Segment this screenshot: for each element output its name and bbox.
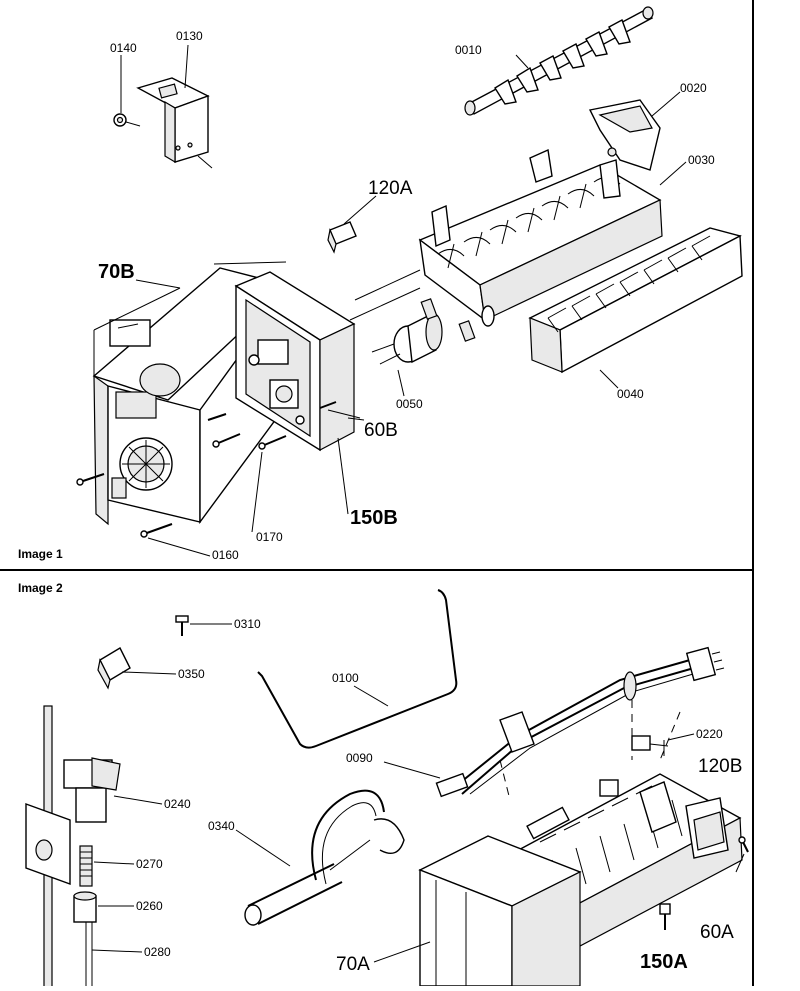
front-cover xyxy=(528,227,743,374)
callout-0040: 0040 xyxy=(617,387,644,401)
callout-60b: 60B xyxy=(364,420,398,441)
callout-0090: 0090 xyxy=(346,751,373,765)
image-2-panel: Image 2 xyxy=(18,581,749,991)
screw-0310 xyxy=(175,615,189,636)
wire-harness xyxy=(435,646,725,798)
thermostat-0220 xyxy=(631,735,669,756)
callout-0240: 0240 xyxy=(164,797,191,811)
callout-0170: 0170 xyxy=(256,530,283,544)
callout-0310: 0310 xyxy=(234,617,261,631)
ejector-blade xyxy=(464,6,654,116)
screw-150a xyxy=(659,903,671,930)
callout-0270: 0270 xyxy=(136,857,163,871)
callout-120b: 120B xyxy=(698,756,742,777)
shutoff-arm xyxy=(257,589,458,749)
bracket-part xyxy=(113,77,213,169)
callout-0350: 0350 xyxy=(178,667,205,681)
fill-tube xyxy=(244,789,405,926)
callout-150a: 150A xyxy=(640,951,688,973)
clip-0350 xyxy=(97,647,131,690)
callout-0220: 0220 xyxy=(696,727,723,741)
callout-0140: 0140 xyxy=(110,41,137,55)
callout-120a: 120A xyxy=(368,178,413,199)
ice-mold-tray xyxy=(418,148,663,327)
callout-0280: 0280 xyxy=(144,945,171,959)
callout-0340: 0340 xyxy=(208,819,235,833)
image-1-panel: 0140 0130 0010 0020 0030 120A 70B 0050 0… xyxy=(18,6,743,562)
callout-0010: 0010 xyxy=(455,43,482,57)
module-frame xyxy=(234,271,356,452)
callout-0050: 0050 xyxy=(396,397,423,411)
callout-0100: 0100 xyxy=(332,671,359,685)
callout-0160: 0160 xyxy=(212,548,239,562)
callout-70a: 70A xyxy=(336,954,370,975)
image-2-caption: Image 2 xyxy=(18,581,63,595)
water-valve xyxy=(25,705,121,991)
callout-150b: 150B xyxy=(350,507,398,529)
stripper-part xyxy=(588,99,661,171)
clip-part-120a xyxy=(327,221,357,254)
callout-70b: 70B xyxy=(98,261,135,283)
motor-part xyxy=(371,298,476,365)
callout-60a: 60A xyxy=(700,922,734,943)
screws xyxy=(76,401,337,538)
callout-0260: 0260 xyxy=(136,899,163,913)
screw-60a xyxy=(738,836,749,853)
callout-0020: 0020 xyxy=(680,81,707,95)
image-1-caption: Image 1 xyxy=(18,547,63,561)
callout-0030: 0030 xyxy=(688,153,715,167)
callout-0130: 0130 xyxy=(176,29,203,43)
